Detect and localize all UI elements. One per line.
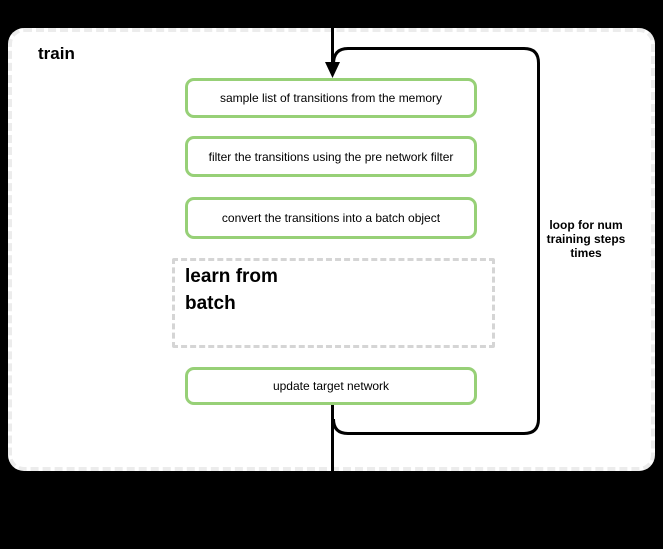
step-box-sample-transitions: sample list of transitions from the memo… <box>185 78 477 118</box>
step-box-filter-transitions: filter the transitions using the pre net… <box>185 136 477 177</box>
step-box-update-target-network: update target network <box>185 367 477 405</box>
train-label: train <box>38 44 75 63</box>
step-box-convert-batch: convert the transitions into a batch obj… <box>185 197 477 239</box>
loop-annotation-label: loop for num training steps times <box>546 218 626 260</box>
learn-from-batch-box: learn from batch <box>172 258 495 348</box>
